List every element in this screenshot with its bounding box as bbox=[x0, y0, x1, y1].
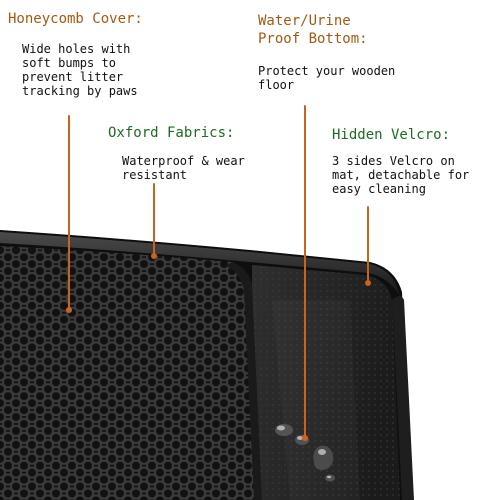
honeycomb-leader-dot bbox=[66, 307, 72, 313]
velcro-title: Hidden Velcro: bbox=[332, 127, 451, 143]
oxford-line-1: Waterproof & wear bbox=[122, 154, 245, 168]
waterproof-title-line-2: Proof Bottom: bbox=[258, 31, 368, 47]
waterproof-line-2: floor bbox=[258, 78, 295, 92]
honeycomb-line-1: Wide holes with bbox=[22, 42, 131, 56]
velcro-callout: Hidden Velcro: 3 sides Velcro on mat, de… bbox=[332, 126, 469, 196]
oxford-title: Oxford Fabrics: bbox=[108, 125, 235, 141]
velcro-line-1: 3 sides Velcro on bbox=[332, 154, 455, 168]
velcro-line-2: mat, detachable for bbox=[332, 168, 470, 182]
oxford-callout: Oxford Fabrics: Waterproof & wear resist… bbox=[108, 124, 245, 182]
waterproof-line-1: Protect your wooden bbox=[258, 64, 396, 78]
honeycomb-line-4: tracking by paws bbox=[22, 84, 138, 98]
oxford-line-2: resistant bbox=[122, 168, 188, 182]
waterproof-leader-dot bbox=[302, 435, 308, 441]
oxford-leader-dot bbox=[151, 253, 157, 259]
velcro-leader-dot bbox=[365, 280, 371, 286]
velcro-line-3: easy cleaning bbox=[332, 182, 426, 196]
honeycomb-title: Honeycomb Cover: bbox=[8, 11, 143, 27]
honeycomb-line-3: prevent litter bbox=[22, 70, 124, 84]
honeycomb-callout: Honeycomb Cover: Wide holes with soft bu… bbox=[8, 10, 143, 98]
waterproof-title-line-1: Water/Urine bbox=[258, 13, 351, 29]
waterproof-callout: Water/Urine Proof Bottom: Protect your w… bbox=[258, 12, 395, 92]
honeycomb-line-2: soft bumps to bbox=[22, 56, 116, 70]
